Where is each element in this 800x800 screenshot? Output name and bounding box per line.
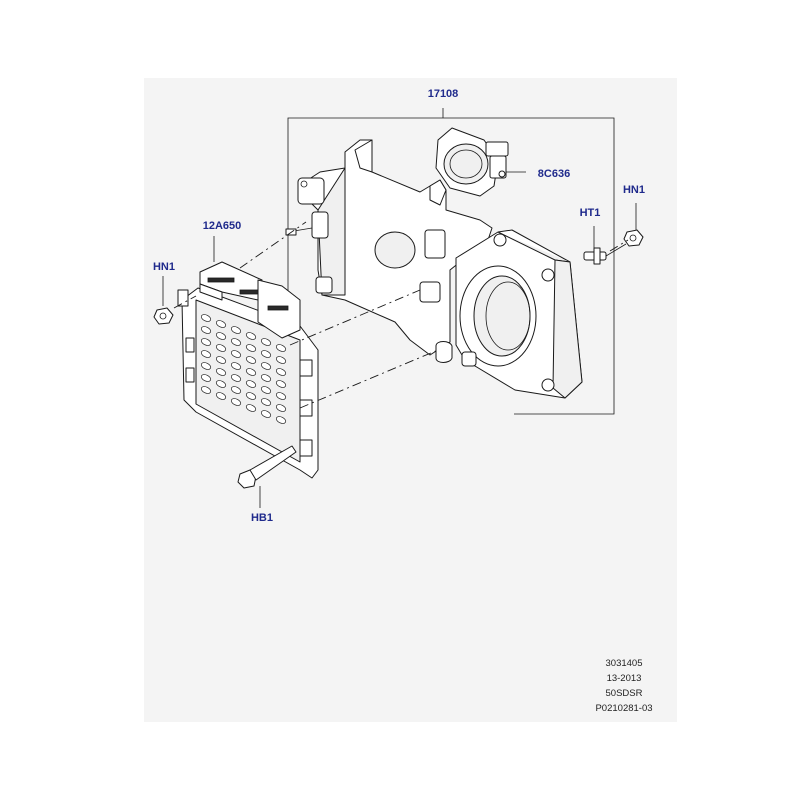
callout-12a650[interactable]: 12A650 xyxy=(202,220,242,232)
cooling-fin-slot xyxy=(200,386,212,394)
control-module xyxy=(177,236,319,479)
cooling-fin-slot xyxy=(215,392,227,400)
nut-hn1-left xyxy=(153,276,174,325)
cooling-fin-slot xyxy=(230,338,242,346)
cooling-fin-slot xyxy=(200,350,212,358)
cooling-fin-slot xyxy=(245,344,257,352)
bolt-hb1 xyxy=(237,445,297,508)
reference-date: 13-2013 xyxy=(606,673,642,684)
cooling-fin-slot xyxy=(230,398,242,406)
cooling-fin-slot xyxy=(200,362,212,370)
cooling-fin-slot xyxy=(275,368,287,376)
callout-hb1[interactable]: HB1 xyxy=(250,512,274,524)
cooling-fin-slot xyxy=(275,392,287,400)
cooling-fin-slot xyxy=(215,332,227,340)
callout-ht1[interactable]: HT1 xyxy=(579,207,601,219)
callout-hn1-right[interactable]: HN1 xyxy=(622,184,646,196)
cooling-fin-slot xyxy=(260,398,272,406)
cooling-fin-slot xyxy=(275,356,287,364)
cooling-fin-slot xyxy=(260,386,272,394)
callout-17108[interactable]: 17108 xyxy=(427,88,459,100)
alignment-lines xyxy=(173,221,629,409)
callout-hn1-left[interactable]: HN1 xyxy=(152,261,176,273)
cooling-fin-slot xyxy=(245,392,257,400)
assembly-group-frame xyxy=(287,108,615,415)
cooling-fin-slot xyxy=(260,338,272,346)
mounting-bracket xyxy=(285,139,493,356)
sensor-part xyxy=(435,127,526,197)
housing-panel xyxy=(435,229,583,399)
module-cooling-fins xyxy=(200,314,287,424)
cooling-fin-slot xyxy=(245,368,257,376)
cooling-fin-slot xyxy=(215,356,227,364)
cooling-fin-slot xyxy=(245,380,257,388)
cooling-fin-slot xyxy=(245,332,257,340)
cooling-fin-slot xyxy=(215,380,227,388)
reference-number: 3031405 xyxy=(605,658,643,669)
cooling-fin-slot xyxy=(260,410,272,418)
cooling-fin-slot xyxy=(275,344,287,352)
cooling-fin-slot xyxy=(200,374,212,382)
callout-8c636[interactable]: 8C636 xyxy=(537,168,571,180)
reference-code: 50SDSR xyxy=(605,688,643,699)
cooling-fin-slot xyxy=(230,374,242,382)
cooling-fin-slot xyxy=(275,404,287,412)
cooling-fin-slot xyxy=(275,380,287,388)
cooling-fin-slot xyxy=(275,416,287,424)
cooling-fin-slot xyxy=(260,350,272,358)
cooling-fin-slot xyxy=(230,326,242,334)
cooling-fin-slot xyxy=(245,404,257,412)
cooling-fin-slot xyxy=(245,356,257,364)
cooling-fin-slot xyxy=(215,344,227,352)
cooling-fin-slot xyxy=(230,386,242,394)
stud-ht1 xyxy=(583,226,627,265)
cooling-fin-slot xyxy=(215,320,227,328)
cooling-fin-slot xyxy=(230,350,242,358)
cooling-fin-slot xyxy=(200,326,212,334)
reference-illustration-id: P0210281-03 xyxy=(595,703,653,714)
cooling-fin-slot xyxy=(215,368,227,376)
cooling-fin-slot xyxy=(260,362,272,370)
nut-hn1-right xyxy=(623,203,644,247)
cooling-fin-slot xyxy=(200,314,212,322)
cooling-fin-slot xyxy=(200,338,212,346)
cooling-fin-slot xyxy=(230,362,242,370)
cooling-fin-slot xyxy=(260,374,272,382)
